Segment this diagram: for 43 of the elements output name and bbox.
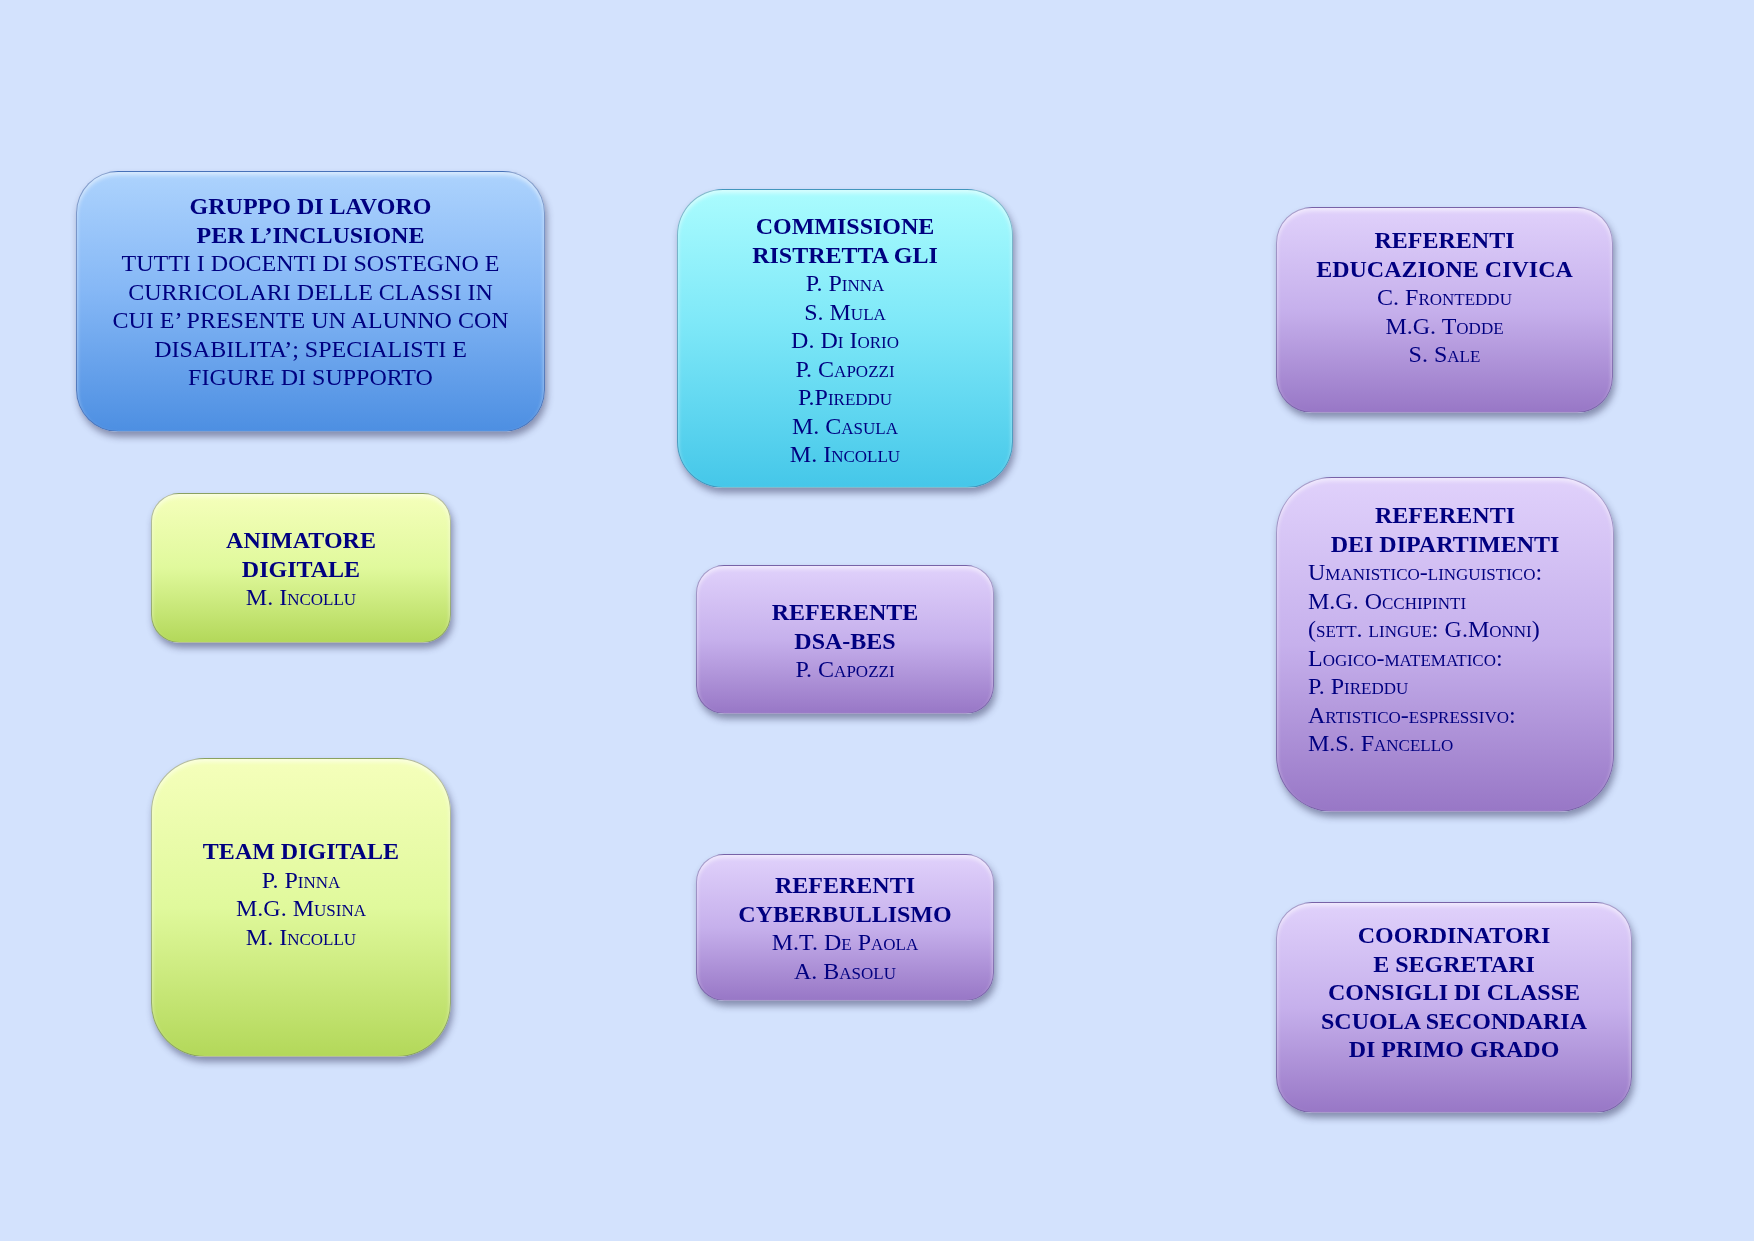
box-text: M. Casula xyxy=(791,411,899,440)
box-heading: COMMISSIONE RISTRETTA GLI xyxy=(751,212,939,269)
box-text: P. Capozzi xyxy=(794,655,896,684)
box-text: P. Pinna xyxy=(804,269,886,298)
box-heading: REFERENTE DSA-BES xyxy=(770,598,920,655)
box-heading: REFERENTI CYBERBULLISMO xyxy=(737,871,953,928)
rounded-box xyxy=(696,854,994,1001)
box-text: S. Sale xyxy=(1407,340,1482,369)
box-text: A. Basolu xyxy=(793,956,897,985)
rounded-box xyxy=(76,171,545,432)
box-text: M.G. Occhipinti xyxy=(1308,586,1468,615)
box-heading: REFERENTI DEI DIPARTIMENTI xyxy=(1329,501,1561,558)
rounded-box xyxy=(1276,207,1613,413)
box-text: P. Capozzi xyxy=(794,354,896,383)
box-text: P.Pireddu xyxy=(796,383,894,412)
box-text: (sett. lingue: G.Monni) xyxy=(1308,615,1541,644)
box-text: M.S. Fancello xyxy=(1308,729,1455,758)
box-heading: COORDINATORI E SEGRETARI CONSIGLI DI CLASSE SCUOLA SECONDARIA DI PRIMO GRADO xyxy=(1319,921,1589,1064)
box-text: Artistico-espressivo: xyxy=(1308,700,1517,729)
rounded-box xyxy=(696,565,994,714)
rounded-box xyxy=(677,189,1013,488)
box-heading: TEAM DIGITALE xyxy=(201,837,401,866)
box-text: M. Incollu xyxy=(788,440,902,469)
box-text: Logico-matematico: xyxy=(1308,643,1504,672)
box-text: P. Pireddu xyxy=(1308,672,1410,701)
box-text: M. Incollu xyxy=(244,583,358,612)
rounded-box xyxy=(1276,477,1614,812)
box-text: C. Fronteddu xyxy=(1376,283,1513,312)
box-text: P. Pinna xyxy=(260,865,342,894)
box-text: M. Incollu xyxy=(244,922,358,951)
box-text: TUTTI I DOCENTI DI SOSTEGNO E CURRICOLARI DELLE CLASSI IN CUI E’ PRESENTE UN ALUNNO CON DISABILITA’; SPECIALISTI E FIGURE DI SUPPORTO xyxy=(111,249,510,392)
box-heading: GRUPPO DI LAVORO PER L’INCLUSIONE xyxy=(188,192,433,249)
box-text: D. Di Iorio xyxy=(790,326,900,355)
rounded-box xyxy=(1276,902,1632,1113)
box-text: M.G. Todde xyxy=(1384,311,1505,340)
rounded-box xyxy=(151,758,451,1057)
box-text: M.G. Musina xyxy=(235,894,367,923)
box-text: S. Mula xyxy=(803,297,887,326)
box-heading: REFERENTI EDUCAZIONE CIVICA xyxy=(1315,226,1574,283)
box-text: Umanistico-linguistico: xyxy=(1308,558,1544,587)
rounded-box xyxy=(151,493,451,643)
box-heading: ANIMATORE DIGITALE xyxy=(225,526,377,583)
box-text: M.T. De Paola xyxy=(770,928,920,957)
